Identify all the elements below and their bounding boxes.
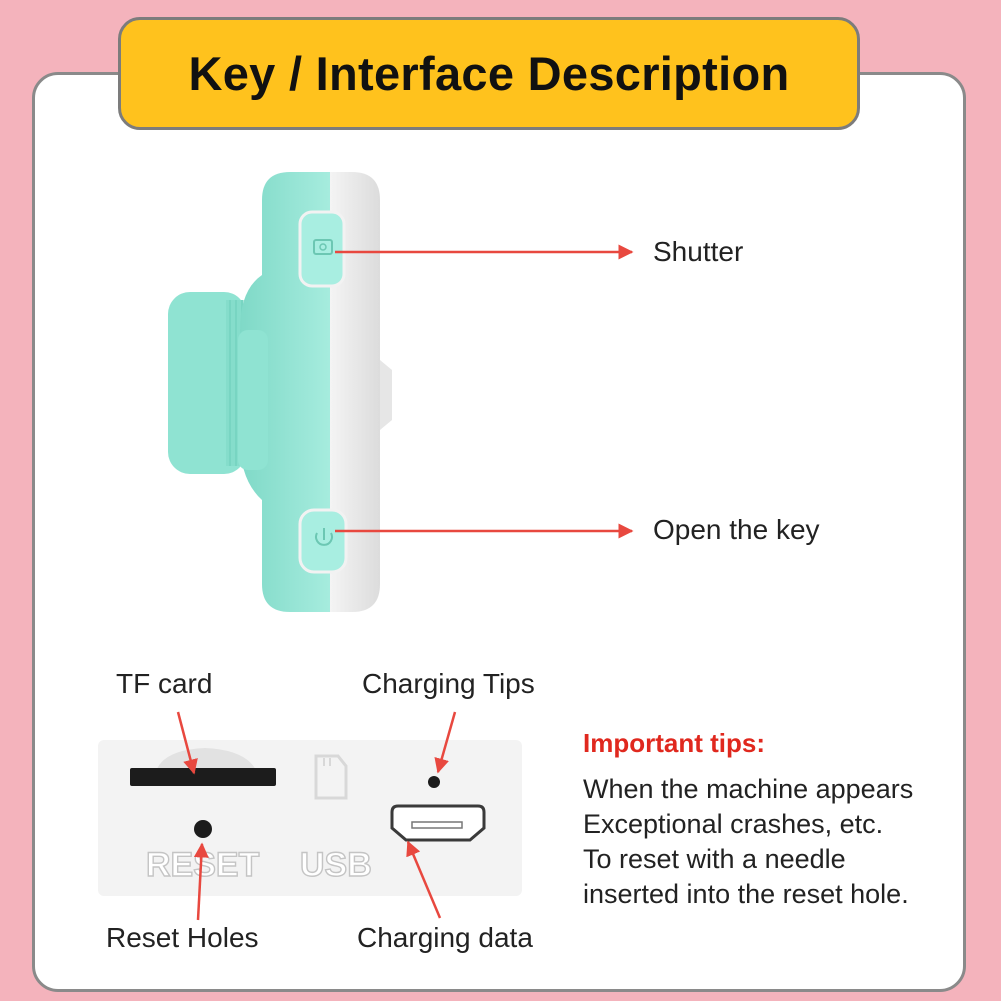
important-tips-heading: Important tips: — [583, 728, 765, 758]
charging-indicator — [428, 776, 440, 788]
shutter-button[interactable] — [298, 210, 346, 288]
camera-shutter-icon — [313, 239, 333, 255]
tf-card-label: TF card — [116, 668, 213, 699]
port-panel: RESET USB — [98, 740, 522, 896]
tips-line: To reset with a needle — [583, 844, 846, 874]
charging-data-label: Charging data — [357, 922, 533, 953]
reset-holes-label: Reset Holes — [106, 922, 259, 953]
charging-data-arrow — [406, 840, 442, 919]
tips-line: When the machine appears — [583, 774, 914, 804]
title-banner: Key / Interface Description — [118, 17, 860, 130]
page-title: Key / Interface Description — [188, 47, 790, 100]
micro-usb-port-icon — [390, 804, 486, 842]
open-key-label: Open the key — [653, 514, 820, 545]
tips-line: inserted into the reset hole. — [583, 879, 909, 909]
micro-sd-icon — [314, 754, 348, 800]
charging-tips-arrow — [434, 711, 457, 774]
usb-marking: USB — [300, 846, 372, 884]
important-tips-text: When the machine appears Exceptional cra… — [583, 772, 913, 912]
charging-tips-label: Charging Tips — [362, 668, 535, 699]
open-key-button[interactable] — [298, 508, 348, 574]
tf-card-arrow — [176, 711, 198, 775]
shutter-label: Shutter — [653, 236, 744, 267]
tf-card-slot — [130, 768, 276, 786]
power-icon — [315, 528, 333, 546]
tips-line: Exceptional crashes, etc. — [583, 809, 884, 839]
reset-holes-arrow — [193, 842, 209, 921]
reset-hole — [194, 820, 212, 838]
